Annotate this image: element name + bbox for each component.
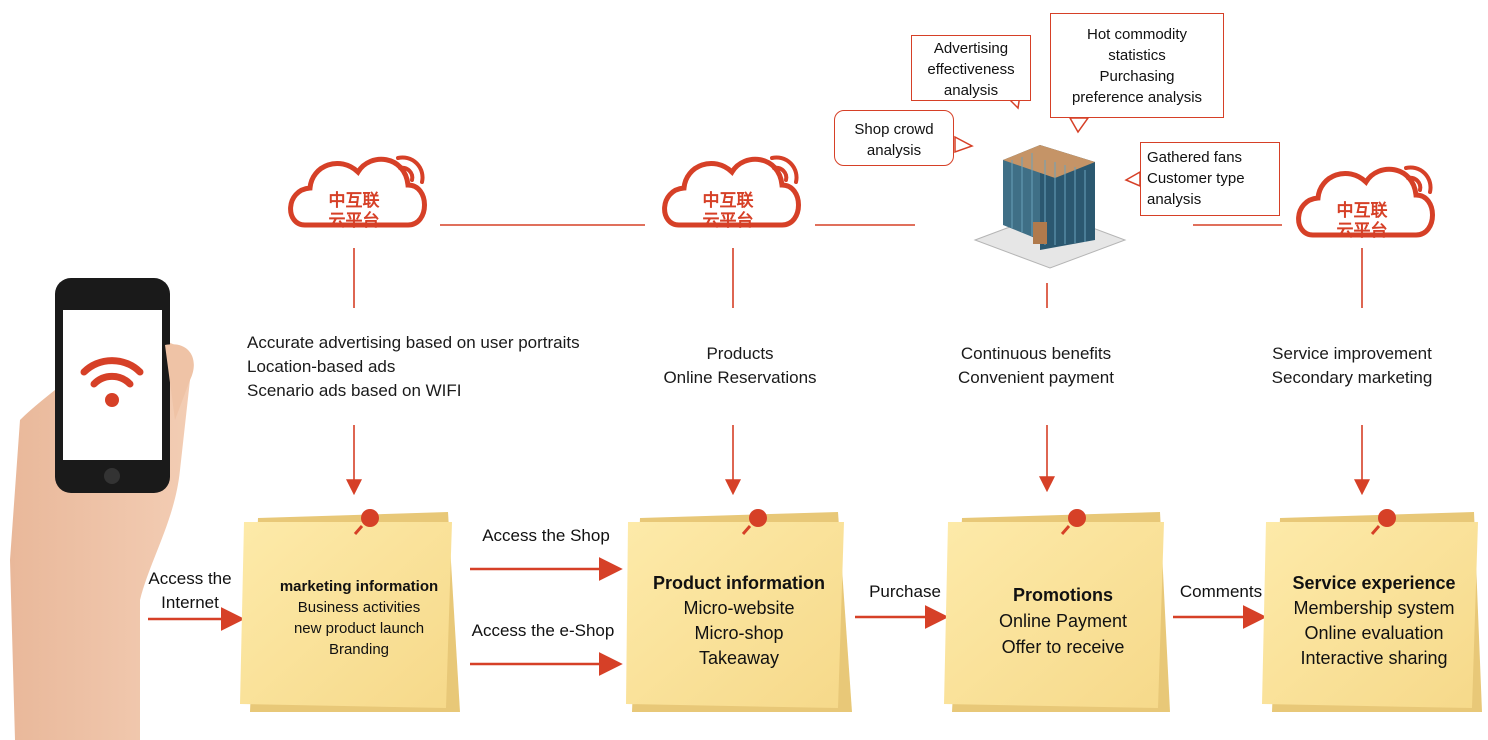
desc-products-line: Online Reservations (663, 368, 817, 387)
cloud-2-label: 中互联 云平台 (692, 191, 764, 231)
callout-hot-line: preference analysis (1071, 89, 1203, 106)
cloud-3-line1: 中互联 (1336, 201, 1388, 220)
sticky-note-4 (1262, 512, 1482, 712)
callout-ad-effectiveness: Advertising effectiveness analysis (911, 35, 1031, 101)
callout-shop-crowd: Shop crowd analysis (834, 110, 954, 166)
note-item: Micro-shop (694, 623, 784, 643)
callout-hot-line: statistics (1108, 47, 1166, 64)
callout-shop-line: analysis (866, 142, 922, 159)
note-item: Membership system (1293, 598, 1455, 618)
callout-fans-line: analysis (1147, 191, 1202, 208)
note-item: Interactive sharing (1300, 648, 1448, 668)
note-promotions: Promotions Online Payment Offer to recei… (956, 582, 1170, 660)
note-item: Business activities (297, 599, 421, 616)
note-item: Offer to receive (1001, 637, 1125, 657)
sticky-note-2 (626, 512, 852, 712)
cloud-1-line2: 云平台 (328, 211, 380, 230)
callout-hot-commodity: Hot commodity statistics Purchasing pref… (1050, 13, 1224, 118)
cloud-1-line1: 中互联 (328, 191, 380, 210)
cloud-icon (288, 155, 427, 228)
desc-advertising-line: Scenario ads based on WIFI (247, 381, 462, 400)
label-access-internet: Access the Internet (140, 567, 240, 615)
sticky-note-3 (944, 512, 1170, 712)
note-item: Takeaway (698, 648, 780, 668)
desc-service-line: Secondary marketing (1271, 368, 1433, 387)
note-service-experience: Service experience Membership system Onl… (1270, 571, 1478, 671)
cloud-3-label: 中互联 云平台 (1326, 201, 1398, 241)
desc-products-line: Products (706, 344, 774, 363)
label-access-internet-line: Access the (148, 569, 232, 588)
desc-service: Service improvement Secondary marketing (1240, 342, 1464, 390)
note-title: Promotions (1012, 585, 1113, 605)
cloud-2-line1: 中互联 (702, 191, 754, 210)
note-title: Service experience (1292, 573, 1456, 593)
callout-fans-line: Gathered fans (1147, 149, 1243, 166)
cloud-1-label: 中互联 云平台 (318, 191, 390, 231)
note-title: Product information (653, 573, 825, 593)
callout-fans-line: Customer type (1147, 170, 1245, 187)
label-access-shop: Access the Shop (482, 526, 610, 545)
desc-products: Products Online Reservations (630, 342, 850, 390)
pushpin-icon (353, 509, 1396, 535)
down-arrows (346, 425, 1370, 496)
label-purchase: Purchase (869, 582, 941, 601)
desc-advertising-line: Accurate advertising based on user portr… (247, 333, 580, 352)
cloud-icon (662, 155, 801, 228)
desc-advertising-line: Location-based ads (247, 357, 396, 376)
sticky-note-1 (240, 512, 460, 712)
vertical-lines (353, 248, 1363, 308)
note-item: Micro-website (683, 598, 795, 618)
building-icon (973, 145, 1127, 269)
label-access-eshop: Access the e-Shop (471, 621, 615, 640)
cloud-3-line2: 云平台 (1336, 221, 1388, 240)
hand-phone-illustration (10, 278, 194, 740)
callout-ad-effectiveness-text: Advertising effectiveness analysis (927, 40, 1015, 99)
note-item: new product launch (293, 620, 425, 637)
desc-advertising: Accurate advertising based on user portr… (247, 331, 627, 403)
cloud-2-line2: 云平台 (702, 211, 754, 230)
callout-hot-line: Hot commodity (1086, 26, 1188, 43)
desc-benefits-line: Convenient payment (958, 368, 1114, 387)
cloud-icon (1296, 165, 1435, 238)
desc-service-line: Service improvement (1272, 344, 1432, 363)
note-title: marketing information (279, 578, 439, 595)
desc-benefits-line: Continuous benefits (960, 344, 1112, 363)
callout-hot-line: Purchasing (1099, 68, 1175, 85)
note-item: Branding (328, 641, 390, 658)
note-item: Online evaluation (1304, 623, 1444, 643)
note-marketing-information: marketing information Business activitie… (256, 576, 462, 660)
label-comments: Comments (1179, 582, 1263, 601)
desc-benefits: Continuous benefits Convenient payment (925, 342, 1147, 390)
note-product-information: Product information Micro-website Micro-… (636, 571, 842, 671)
note-item: Online Payment (998, 611, 1128, 631)
callout-shop-line: Shop crowd (854, 121, 934, 138)
flow-arrows (148, 557, 1267, 676)
label-access-internet-line: Internet (161, 593, 219, 612)
callout-gathered-fans: Gathered fans Customer type analysis (1140, 142, 1280, 216)
